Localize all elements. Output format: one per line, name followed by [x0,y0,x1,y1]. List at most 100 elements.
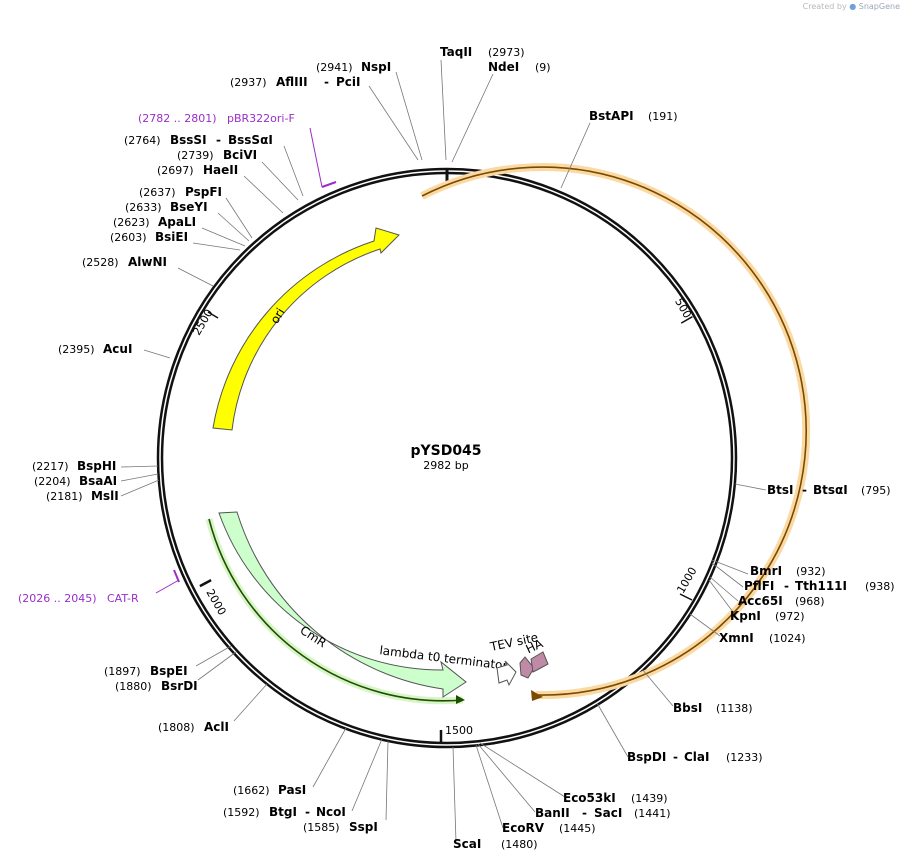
site-name: PasI [278,783,306,797]
site-position: (191) [648,110,678,123]
site-scai[interactable]: ScaI (1480) [453,837,538,851]
site-haeii[interactable]: (2697) HaeII [157,163,238,177]
plasmid-name: pYSD045 [410,443,481,459]
site-name-2: NcoI [316,805,346,819]
site-eco53ki[interactable]: Eco53kI (1439) [563,791,668,805]
site-name: BsrDI [161,679,198,693]
site-position: (968) [795,595,825,608]
site-pasi[interactable]: (1662) PasI [233,783,306,797]
site-position: (1439) [631,792,668,805]
site-pflfi-tth111i[interactable]: PflFI - Tth111I (938) [744,579,895,593]
site-name: BsiEI [155,230,188,244]
site-ndei[interactable]: NdeI (9) [488,60,551,74]
primer-pbr322ori-f[interactable]: (2782 .. 2801) pBR322ori-F [138,112,337,188]
primer-cat-range: (2026 .. 2045) [18,592,97,605]
site-position: (2623) [113,216,150,229]
site-name: BmrI [750,564,782,578]
tick-label-2500: 2500 [190,307,215,338]
site-bmri[interactable]: BmrI (932) [750,564,826,578]
site-bsphi[interactable]: (2217) BspHI [32,459,116,473]
site-leaders [120,59,767,843]
site-btgi-ncoi[interactable]: (1592) BtgI - NcoI [223,805,346,819]
tick-2000: 2000 [199,578,229,618]
site-position: (2937) [230,76,267,89]
primer-cat-r[interactable]: (2026 .. 2045) CAT-R [18,569,180,605]
ha-feature[interactable]: HA [524,636,549,673]
site-position: (2637) [139,186,176,199]
site-position: (1024) [769,632,806,645]
site-bsaai[interactable]: (2204) BsaAI [34,474,117,488]
site-name: MslI [91,489,119,503]
snapgene-logo-icon: ● [849,2,857,11]
site-name-2: BtsαI [813,483,848,497]
site-position: (2217) [32,460,69,473]
site-banii-saci[interactable]: BanII - SacI (1441) [535,806,671,820]
site-ecorv[interactable]: EcoRV (1445) [502,821,596,835]
site-name-2: Tth111I [795,579,847,593]
credit-prefix: Created by [802,2,847,11]
site-nspi[interactable]: (2941) NspI [316,60,391,74]
site-name: AlwNI [128,255,167,269]
site-xmni[interactable]: XmnI (1024) [719,631,806,645]
cmr-label: CmR [297,623,328,650]
site-name: Eco53kI [563,791,616,805]
site-position: (2764) [124,134,161,147]
site-position: (2697) [157,164,194,177]
site-name: AflIII [276,75,308,89]
tick-1500: 1500 [439,724,473,742]
site-afliii-pcii[interactable]: (2937) AflIII - PciI [230,75,361,89]
tick-label-1500: 1500 [445,724,473,737]
site-position: (2603) [110,231,147,244]
snapgene-credit: Created by ● SnapGene [803,2,900,11]
site-position: (1592) [223,806,260,819]
ori-feature[interactable]: ori [212,227,400,431]
site-position: (1897) [104,665,141,678]
site-name: NspI [361,60,391,74]
site-position: (1441) [634,807,671,820]
site-name: XmnI [719,631,754,645]
site-bbsi[interactable]: BbsI (1138) [673,701,753,715]
site-position: (1808) [158,721,195,734]
site-name: AcuI [103,342,132,356]
site-separator: - [216,133,221,147]
site-pspfi[interactable]: (2637) PspFI [139,185,222,199]
site-name: BciVI [223,148,257,162]
site-bspei[interactable]: (1897) BspEI [104,664,188,678]
site-btsi-btsai[interactable]: BtsI - BtsαI (795) [767,483,891,497]
site-bspdi-clai[interactable]: BspDI - ClaI (1233) [627,750,763,764]
site-bsiei[interactable]: (2603) BsiEI [110,230,188,244]
site-name: AclI [204,720,229,734]
site-apali[interactable]: (2623) ApaLI [113,215,196,229]
site-alwni[interactable]: (2528) AlwNI [82,255,167,269]
site-name: ApaLI [158,215,196,229]
site-sspi[interactable]: (1585) SspI [303,820,378,834]
site-position: (932) [796,565,826,578]
primer-cat-name: CAT-R [107,592,139,605]
site-acli[interactable]: (1808) AclI [158,720,229,734]
site-bsssi-bsssai[interactable]: (2764) BssSI - BssSαI [124,133,273,147]
site-separator: - [802,483,807,497]
site-bcivi[interactable]: (2739) BciVI [177,148,257,162]
site-position: (938) [865,580,895,593]
site-bseyi[interactable]: (2633) BseYI [125,200,208,214]
site-taqii[interactable]: TaqII (2973) [440,45,525,59]
site-name-2: BssSαI [228,133,273,147]
site-acc65i[interactable]: Acc65I (968) [738,594,825,608]
site-name: Acc65I [738,594,783,608]
site-bstapi[interactable]: BstAPI (191) [589,109,678,123]
cmr-orf-arc [205,518,465,705]
site-name: BtgI [269,805,297,819]
site-position: (2528) [82,256,119,269]
site-name: NdeI [488,60,519,74]
site-acui[interactable]: (2395) AcuI [58,342,132,356]
site-name: TaqII [440,45,472,59]
site-bsrdi[interactable]: (1880) BsrDI [115,679,198,693]
site-kpni[interactable]: KpnI (972) [730,609,805,623]
site-name: EcoRV [502,821,545,835]
site-msli[interactable]: (2181) MslI [46,489,119,503]
site-name: BtsI [767,483,794,497]
site-position: (1585) [303,821,340,834]
orf-arc [420,163,811,701]
site-name: BbsI [673,701,702,715]
site-position: (9) [535,61,551,74]
